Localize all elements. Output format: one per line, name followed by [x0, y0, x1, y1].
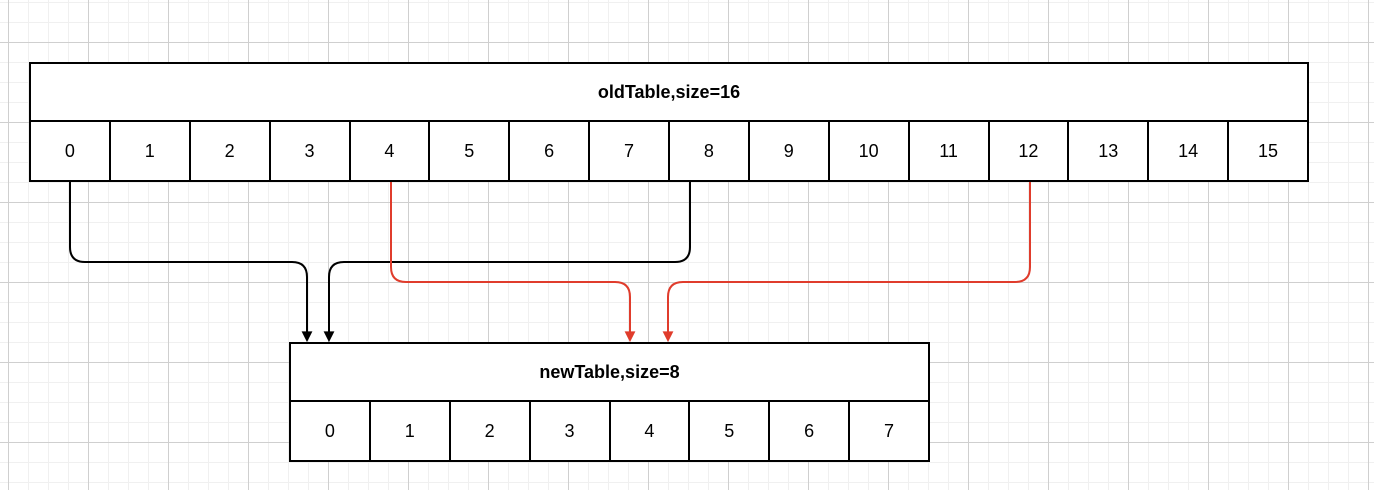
table-cell: 1: [371, 402, 451, 460]
table-cell: 0: [31, 122, 111, 180]
table-cell: 3: [531, 402, 611, 460]
arrow-old-4-to-new-4: [390, 182, 636, 343]
table-cell: 2: [191, 122, 271, 180]
table-cell: 10: [830, 122, 910, 180]
table-cell: 2: [451, 402, 531, 460]
new-table-title: newTable,size=8: [291, 344, 928, 402]
table-cell: 9: [750, 122, 830, 180]
table-cell: 4: [611, 402, 691, 460]
table-cell: 5: [690, 402, 771, 460]
arrow-old-0-to-new-0: [69, 182, 313, 343]
table-cell: 14: [1149, 122, 1230, 180]
table-cell: 0: [291, 402, 371, 460]
table-cell: 1: [111, 122, 191, 180]
table-cell: 7: [590, 122, 670, 180]
table-cell: 15: [1258, 140, 1279, 161]
table-cell: 5: [430, 122, 511, 180]
table-cell: 11: [910, 122, 990, 180]
old-table-title: oldTable,size=16: [31, 64, 1307, 122]
table-cell: 6: [510, 122, 591, 180]
table-cell: 8: [670, 122, 750, 180]
table-cell: 6: [770, 402, 851, 460]
table-cell: 4: [351, 122, 431, 180]
table-cell: 12: [990, 122, 1070, 180]
arrow-old-12-to-new-4: [662, 182, 1031, 343]
arrow-old-8-to-new-0: [323, 182, 691, 343]
table-cell: 7: [884, 420, 895, 441]
table-cell: 13: [1069, 122, 1150, 180]
table-cell: 3: [271, 122, 351, 180]
